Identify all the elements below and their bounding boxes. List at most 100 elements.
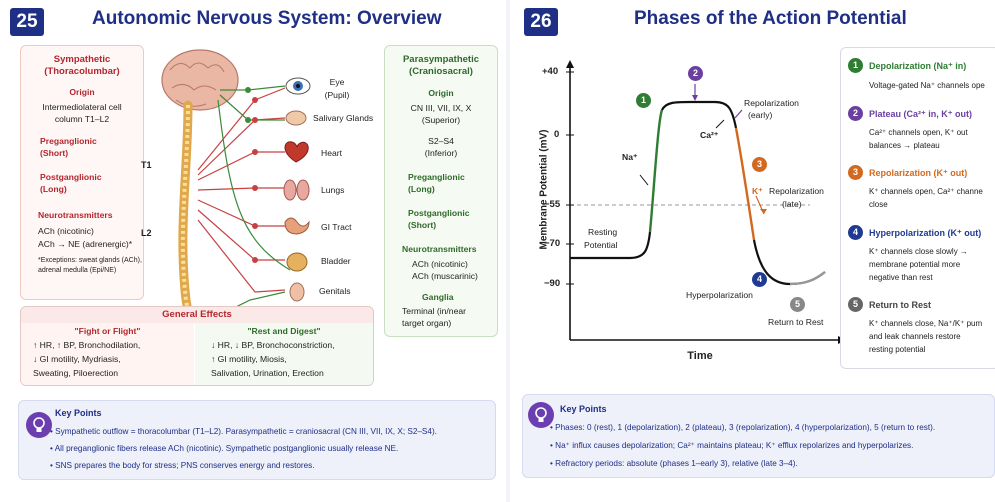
rest-digest-heading: "Rest and Digest" [247, 326, 321, 336]
curve-repolarization [734, 127, 756, 241]
salivary-gland-icon [285, 110, 307, 126]
card-number-badge: 26 [524, 8, 558, 36]
symp-nt-line1: ACh (nicotinic) [38, 226, 94, 236]
lightbulb-icon [528, 402, 554, 428]
legend-desc-5c: resting potential [869, 345, 926, 354]
legend-num-2: 2 [848, 106, 863, 121]
annot-k: K⁺ [752, 186, 763, 196]
legend-num-1: 1 [848, 58, 863, 73]
symp-post-type: (Long) [40, 184, 67, 194]
eye-icon [285, 77, 311, 95]
para-origin-line3: S2–S4 [428, 136, 454, 146]
para-nt-line2: ACh (muscarinic) [412, 271, 478, 281]
fight-flight-line3: Sweating, Piloerection [33, 368, 119, 378]
key-point-3: • SNS prepares the body for stress; PNS … [50, 461, 315, 470]
y-tick-0: 0 [554, 129, 560, 140]
key-point-2: • All preganglionic fibers release ACh (… [50, 444, 399, 453]
curve-resting [570, 231, 652, 260]
fight-flight-line2: ↓ GI motility, Mydriasis, [33, 354, 121, 364]
key-points-panel [522, 394, 995, 478]
legend-desc-5b: and leak channels restore [869, 332, 961, 341]
y-tick-55: −55 [544, 199, 561, 210]
rest-digest-panel [195, 323, 373, 385]
annot-resting2: Potential [584, 240, 618, 250]
key-point-1: • Phases: 0 (rest), 1 (depolarization), … [550, 423, 936, 432]
para-ganglia-line1: Terminal (in/near [402, 306, 466, 316]
symp-nt-heading: Neurotransmitters [38, 210, 113, 220]
para-ganglia-heading: Ganglia [422, 292, 454, 302]
parasympathetic-nerves [189, 85, 291, 331]
legend-num-4: 4 [848, 225, 863, 240]
para-pre-type: (Long) [408, 184, 435, 194]
annot-repol-late2: (late) [782, 199, 802, 209]
sympathetic-panel [20, 45, 144, 300]
card-title: Autonomic Nervous System: Overview [92, 8, 442, 29]
phase-legend-panel [840, 47, 995, 369]
action-potential-graph [566, 60, 846, 344]
general-effects-title: General Effects [162, 309, 232, 320]
annot-hyper: Hyperpolarization [686, 290, 753, 300]
symp-origin-heading: Origin [69, 87, 95, 97]
legend-desc-1: Voltage-gated Na⁺ channels ope [869, 81, 985, 90]
para-origin-line2: (Superior) [421, 115, 461, 125]
para-title: Parasympathetic [402, 54, 480, 65]
annot-repol-early2: (early) [748, 110, 773, 120]
y-tick-90: −90 [544, 278, 561, 289]
lungs-icon [283, 179, 310, 201]
legend-title-2: Plateau (Ca²⁺ in, K⁺ out) [869, 109, 973, 119]
para-subtitle: (Craniosacral) [409, 66, 473, 77]
curve-return [789, 271, 826, 286]
legend-desc-2a: Ca²⁺ channels open, K⁺ out [869, 128, 968, 137]
symp-post-heading: Postganglionic [40, 172, 102, 182]
symp-pre-type: (Short) [40, 148, 69, 158]
annot-na: Na⁺ [622, 152, 638, 162]
legend-title-5: Return to Rest [869, 300, 932, 310]
action-potential-card: 26 Phases of the Action Potential Membra… [510, 0, 995, 502]
genitals-icon [289, 282, 305, 302]
key-point-3: • Refractory periods: absolute (phases 1… [550, 459, 798, 468]
phase-marker-2: 2 [688, 66, 703, 81]
organ-label-gi: GI Tract [321, 222, 352, 232]
rest-digest-line1: ↓ HR, ↓ BP, Bronchoconstriction, [211, 340, 335, 350]
annot-repol-early1: Repolarization [744, 98, 799, 108]
symp-nt-line2: ACh → NE (adrenergic)* [38, 239, 133, 249]
brain-icon [161, 49, 239, 111]
legend-desc-4c: negative than rest [869, 273, 933, 282]
organ-label-bladder: Bladder [321, 256, 351, 266]
card-title: Phases of the Action Potential [634, 8, 907, 29]
lightbulb-icon [26, 412, 52, 438]
fight-flight-heading: "Fight or Flight" [74, 326, 141, 336]
y-tick-70: −70 [544, 238, 561, 249]
key-points-title: Key Points [55, 408, 102, 418]
symp-pre-heading: Preganglionic [40, 136, 97, 146]
para-origin-line4: (Inferior) [424, 148, 458, 158]
annot-repol-late1: Repolarization [769, 186, 824, 196]
phase-marker-1: 1 [636, 93, 651, 108]
organ-label-lungs: Lungs [321, 185, 345, 195]
symp-exception-line1: *Exceptions: sweat glands (ACh), [38, 257, 142, 264]
legend-desc-4b: membrane potential more [869, 260, 961, 269]
bladder-icon [286, 252, 308, 272]
para-origin-line1: CN III, VII, IX, X [410, 103, 472, 113]
rest-digest-line2: ↑ GI motility, Miosis, [211, 354, 287, 364]
annot-resting1: Resting [588, 227, 618, 237]
legend-title-4: Hyperpolarization (K⁺ out) [869, 228, 982, 238]
spine-icon [178, 100, 193, 345]
organ-label-heart: Heart [321, 148, 343, 158]
legend-desc-5a: K⁺ channels close, Na⁺/K⁺ pum [869, 319, 983, 328]
phase-marker-4: 4 [752, 272, 767, 287]
parasympathetic-panel [384, 45, 498, 337]
card-number-badge: 25 [10, 8, 44, 36]
fight-flight-panel [21, 323, 194, 385]
key-points-title: Key Points [560, 404, 607, 414]
symp-exception-line2: adrenal medulla (Epi/NE) [38, 267, 117, 274]
x-axis-label: Time [687, 350, 713, 362]
rest-digest-line3: Salivation, Urination, Erection [211, 368, 324, 378]
organ-label-eye: Eye [329, 77, 345, 87]
heart-icon [284, 141, 309, 163]
annot-ca: Ca²⁺ [700, 130, 719, 140]
key-point-2: • Na⁺ influx causes depolarization; Ca²⁺… [550, 441, 914, 450]
para-origin-heading: Origin [428, 88, 454, 98]
annot-return: Return to Rest [768, 317, 824, 327]
legend-desc-2b: balances → plateau [869, 141, 940, 150]
